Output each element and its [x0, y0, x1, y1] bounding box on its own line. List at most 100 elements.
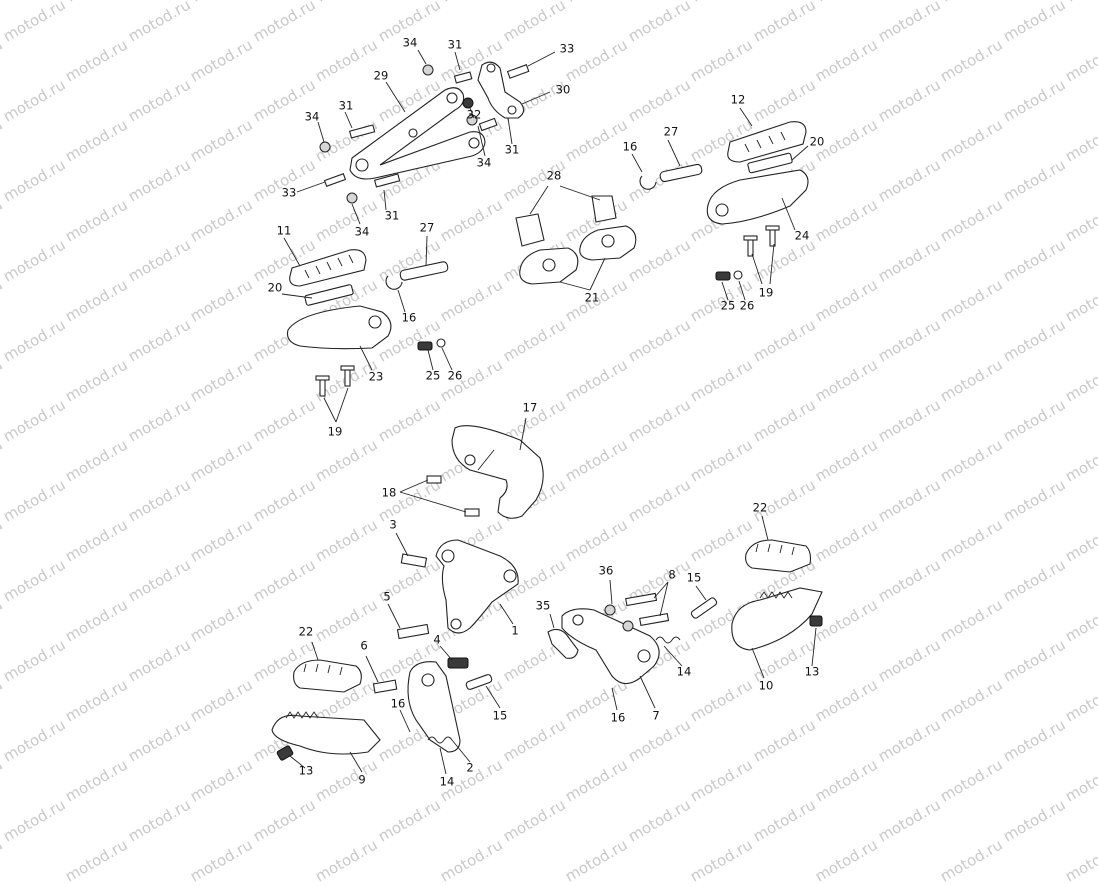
- heel-guard-17: [451, 425, 544, 519]
- callout-c20b: 20: [268, 281, 283, 295]
- bracket-20-left: [304, 284, 354, 306]
- footpeg-rubber-12: [727, 121, 807, 163]
- screws-18: [426, 475, 480, 517]
- brackets-21: [519, 225, 637, 285]
- callout-c13a: 13: [805, 665, 820, 679]
- watermark-text: motod.ru: [0, 835, 6, 886]
- callout-c4: 4: [433, 633, 440, 647]
- watermark-text: motod.ru: [937, 835, 1006, 886]
- callout-c9: 9: [358, 773, 365, 787]
- callout-c19b: 19: [328, 425, 343, 439]
- footpeg-10: [731, 587, 823, 651]
- callout-c3: 3: [389, 518, 396, 532]
- plate-35: [547, 628, 579, 659]
- footpeg-rubber-22-right: [745, 539, 812, 573]
- callout-c16b: 16: [402, 311, 417, 325]
- bolts-3-5-6: [372, 553, 430, 694]
- watermark-text: motod.ru: [1062, 835, 1098, 886]
- callout-c25b: 25: [426, 369, 441, 383]
- callout-c22a: 22: [299, 625, 314, 639]
- callout-c2: 2: [466, 761, 473, 775]
- bracket-1: [435, 539, 519, 634]
- callout-c18: 18: [382, 486, 397, 500]
- pin-27-left: [385, 261, 449, 290]
- callout-c31a: 31: [448, 38, 463, 52]
- bolts-19-right: [743, 225, 780, 257]
- callout-c34b: 34: [477, 156, 492, 170]
- callout-c35: 35: [536, 599, 551, 613]
- screw-13-left: [276, 745, 294, 761]
- callout-c17: 17: [523, 401, 538, 415]
- callout-c31b: 31: [505, 143, 520, 157]
- callout-c22b: 22: [753, 501, 768, 515]
- spring-14-left: [427, 736, 453, 744]
- callout-c15b: 15: [493, 709, 508, 723]
- bolts-8-36: [604, 592, 670, 632]
- callout-c34d: 34: [355, 225, 370, 239]
- bolts-upper: [319, 64, 530, 204]
- callout-c31d: 31: [385, 209, 400, 223]
- callout-c21: 21: [585, 291, 600, 305]
- watermark-text: motod.ru: [812, 835, 881, 886]
- watermark-text: motod.ru: [62, 835, 131, 886]
- callout-c13b: 13: [299, 764, 314, 778]
- callout-c19a: 19: [759, 286, 774, 300]
- screw-13-right: [809, 615, 823, 627]
- callout-c14a: 14: [677, 665, 692, 679]
- callout-c34c: 34: [305, 110, 320, 124]
- plate-30: [477, 61, 525, 119]
- watermark-text: motod.ru: [562, 835, 631, 886]
- callout-c26a: 26: [740, 299, 755, 313]
- footpeg-23: [286, 305, 392, 350]
- callout-c36: 36: [599, 564, 614, 578]
- watermark-text: motod.ru: [187, 835, 256, 886]
- callout-c16c: 16: [611, 711, 626, 725]
- callout-c20a: 20: [810, 135, 825, 149]
- spring-25-26-right: [715, 270, 743, 281]
- callout-c27b: 27: [420, 221, 435, 235]
- watermark-text: motod.ru: [437, 835, 506, 886]
- bracket-29: [349, 87, 486, 180]
- callout-c32: 32: [467, 108, 482, 122]
- callout-c5: 5: [383, 590, 390, 604]
- callout-c33b: 33: [282, 186, 297, 200]
- callout-c15a: 15: [687, 571, 702, 585]
- callout-c33a: 33: [560, 42, 575, 56]
- callout-c11: 11: [277, 224, 292, 238]
- callout-c25a: 25: [721, 299, 736, 313]
- callout-c29: 29: [374, 69, 389, 83]
- leader-lines: [281, 49, 817, 775]
- callout-c23: 23: [369, 370, 384, 384]
- callout-c28: 28: [547, 169, 562, 183]
- callout-c6: 6: [360, 639, 367, 653]
- pin-27-right: [639, 163, 703, 190]
- footpeg-rubber-22-left: [293, 659, 362, 693]
- footpeg-9: [271, 711, 381, 755]
- callout-c31c: 31: [339, 99, 354, 113]
- bracket-7: [561, 608, 660, 685]
- callout-c24: 24: [795, 229, 810, 243]
- bracket-20-right: [747, 152, 793, 174]
- callout-c26b: 26: [448, 369, 463, 383]
- exploded-parts-diagram: 3431332930323431343133313412202716282421…: [268, 36, 825, 789]
- callout-c10: 10: [759, 679, 774, 693]
- callout-c27a: 27: [664, 125, 679, 139]
- pin-15-right: [690, 597, 718, 619]
- pin-15-left: [465, 674, 493, 690]
- watermark-text: motod.ru: [312, 835, 381, 886]
- callout-c34a: 34: [403, 36, 418, 50]
- adjuster-4: [447, 657, 469, 669]
- footpeg-24: [706, 169, 809, 225]
- callout-c16a: 16: [623, 140, 638, 154]
- spring-25-26-left: [417, 338, 446, 351]
- spring-14-right: [655, 636, 681, 644]
- callout-c16d: 16: [391, 697, 406, 711]
- bolts-19-left: [315, 365, 355, 397]
- plates-28: [515, 195, 617, 247]
- callout-c8: 8: [668, 568, 675, 582]
- lever-bracket-2: [407, 661, 461, 753]
- callout-c14b: 14: [440, 775, 455, 789]
- callout-c7: 7: [652, 709, 659, 723]
